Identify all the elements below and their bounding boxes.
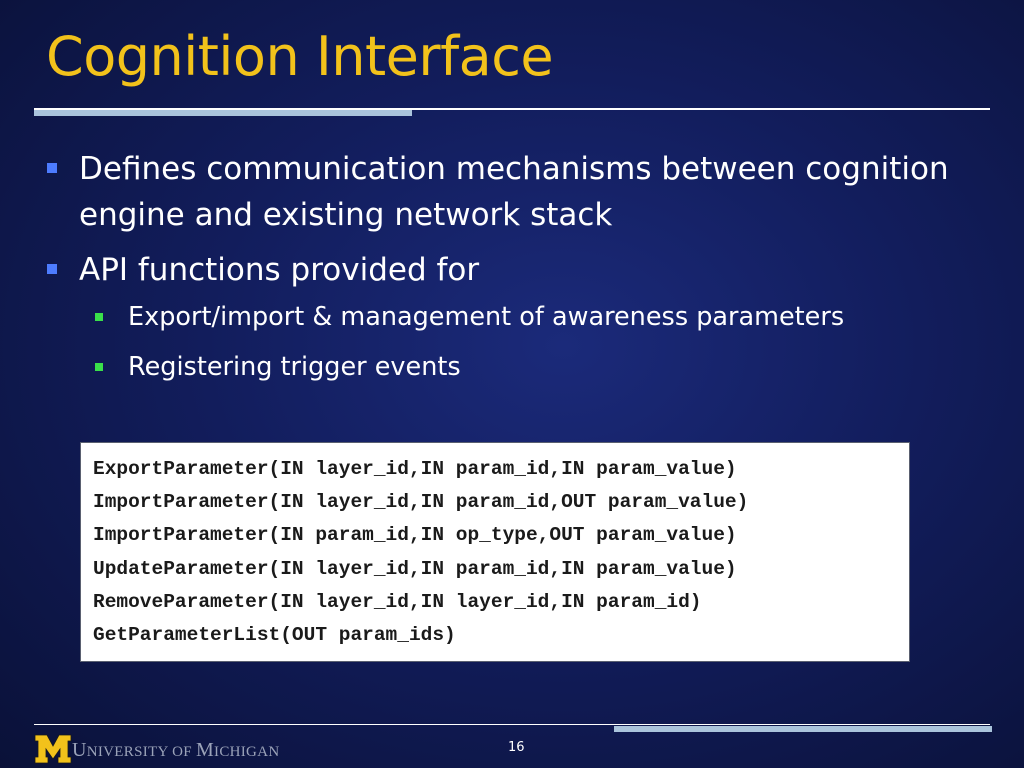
sub-bullet-item: Export/import & management of awareness …: [93, 299, 994, 335]
sub-bullet-text: Registering trigger events: [128, 352, 461, 382]
code-line: ImportParameter(IN param_id,IN op_type,O…: [93, 524, 737, 547]
code-line: GetParameterList(OUT param_ids): [93, 624, 456, 647]
bullet-item: API functions provided for Export/import…: [44, 247, 994, 385]
slide-title: Cognition Interface: [46, 25, 554, 88]
university-m-logo: [34, 734, 72, 764]
square-bullet-icon: [47, 264, 57, 274]
code-line: ImportParameter(IN layer_id,IN param_id,…: [93, 491, 749, 514]
square-bullet-icon: [47, 163, 57, 173]
api-code-box: ExportParameter(IN layer_id,IN param_id,…: [80, 442, 910, 662]
footer-divider-accent: [614, 726, 992, 732]
title-divider-accent: [34, 110, 412, 116]
title-divider: [34, 108, 990, 110]
code-line: RemoveParameter(IN layer_id,IN layer_id,…: [93, 590, 702, 613]
page-number: 16: [508, 740, 525, 755]
bullet-list: Defines communication mechanisms between…: [44, 146, 994, 399]
footer-divider: [34, 724, 990, 725]
code-line: UpdateParameter(IN layer_id,IN param_id,…: [93, 557, 737, 580]
code-line: ExportParameter(IN layer_id,IN param_id,…: [93, 458, 737, 480]
sub-bullet-item: Registering trigger events: [93, 349, 994, 385]
university-name: UNIVERSITY OF MICHIGAN: [72, 739, 280, 761]
sub-bullet-list: Export/import & management of awareness …: [79, 299, 994, 385]
square-sub-bullet-icon: [95, 363, 103, 371]
sub-bullet-text: Export/import & management of awareness …: [128, 302, 845, 332]
bullet-text: API functions provided for: [79, 252, 480, 288]
square-sub-bullet-icon: [95, 313, 103, 321]
bullet-item: Defines communication mechanisms between…: [44, 146, 994, 238]
bullet-text: Defines communication mechanisms between…: [79, 151, 949, 233]
